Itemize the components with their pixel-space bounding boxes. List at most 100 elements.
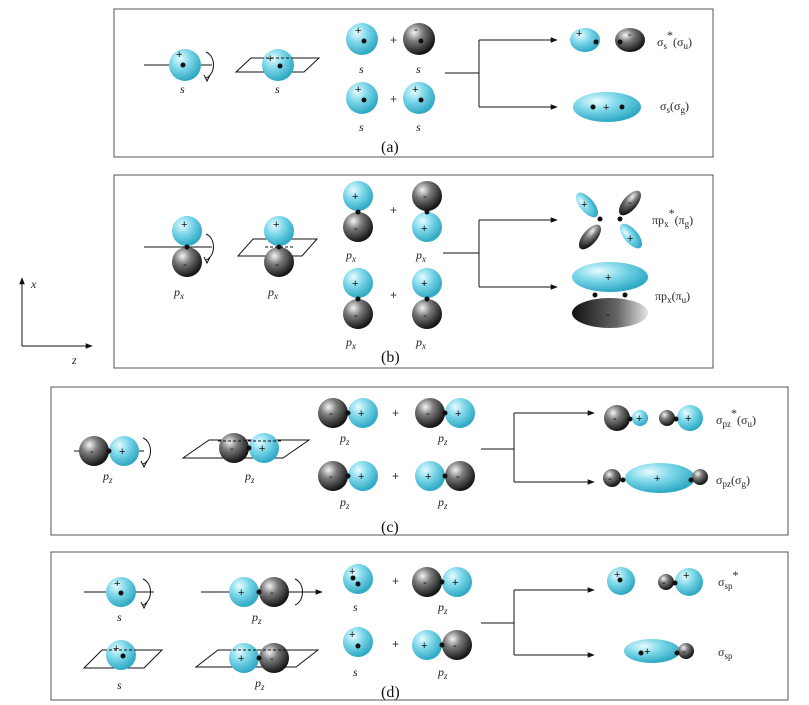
z-axis-label: z [71,353,77,367]
caption-a: (a) [381,139,399,156]
svg-text:-: - [628,29,632,41]
svg-text:+: + [358,471,364,483]
svg-text:px: px [345,248,356,264]
panel-c-frame [50,386,789,536]
svg-text:-: - [456,471,460,483]
svg-text:-: - [270,587,274,599]
svg-text:σpz*(σu): σpz*(σu) [716,406,756,429]
axes: x z [19,277,93,367]
svg-text:s: s [117,678,122,692]
svg-text:+: + [349,629,355,641]
svg-text:πpx*(πg): πpx*(πg) [652,206,693,229]
svg-text:s: s [359,62,364,76]
svg-text:+: + [355,84,361,96]
svg-text:-: - [354,223,358,235]
svg-text:s: s [359,120,364,134]
svg-text:-: - [423,577,427,589]
svg-text:+: + [605,272,611,284]
svg-text:-: - [414,24,418,36]
svg-text:+: + [644,646,650,658]
svg-text:-: - [329,471,333,483]
svg-text:pz: pz [437,431,448,447]
svg-text:px: px [267,285,278,301]
svg-text:+: + [114,578,120,590]
svg-text:+: + [273,219,279,231]
svg-text:+: + [238,653,244,665]
panel-d: + s + - pz + s + - pz + + [82,564,738,701]
svg-text:+: + [603,102,609,114]
svg-text:+: + [627,233,633,245]
svg-text:+: + [581,199,587,211]
svg-text:+: + [654,473,660,485]
svg-text:+: + [392,406,399,420]
svg-text:-: - [608,473,612,485]
svg-text:-: - [354,310,358,322]
svg-text:-: - [453,640,457,652]
svg-text:+: + [636,413,642,425]
svg-text:+: + [113,643,119,655]
caption-c: (c) [381,519,399,536]
svg-text:σsp: σsp [718,645,733,661]
caption-d: (d) [381,684,400,701]
svg-text:+: + [685,413,691,425]
svg-text:pz: pz [244,469,255,485]
svg-text:s: s [117,610,122,624]
svg-text:+: + [576,28,582,40]
svg-text:pz: pz [251,610,262,626]
svg-text:+: + [352,191,358,203]
svg-text:-: - [183,259,187,271]
panel-a-frame [113,8,714,158]
svg-text:pz: pz [339,495,350,511]
svg-text:+: + [614,569,620,581]
svg-text:σsp*: σsp* [718,568,738,591]
svg-text:+: + [452,577,458,589]
svg-text:-: - [329,408,333,420]
svg-text:+: + [358,408,364,420]
panel-b-frame [113,174,714,369]
svg-text:-: - [613,413,617,425]
svg-text:-: - [662,577,666,589]
svg-text:+: + [349,566,355,578]
svg-text:+: + [421,278,427,290]
svg-text:+: + [176,49,182,61]
svg-text:+: + [390,203,397,217]
caption-b: (b) [381,349,400,366]
svg-text:-: - [423,310,427,322]
svg-text:pz: pz [254,676,265,692]
svg-text:-: - [270,653,274,665]
svg-text:px: px [415,335,426,351]
svg-text:s: s [416,120,421,134]
svg-text:px: px [345,335,356,351]
svg-text:s: s [416,62,421,76]
svg-text:s: s [353,665,358,679]
svg-text:pz: pz [102,469,113,485]
svg-text:+: + [390,288,397,302]
label-s: s [180,82,185,96]
svg-text:-: - [682,646,686,658]
svg-text:-: - [275,259,279,271]
svg-text:σpz(σg): σpz(σg) [716,473,750,489]
svg-text:+: + [392,469,399,483]
svg-text:+: + [352,278,358,290]
svg-text:-: - [606,309,610,321]
svg-text:+: + [421,640,427,652]
svg-text:+: + [181,219,187,231]
svg-text:-: - [230,443,234,455]
svg-text:-: - [423,191,427,203]
panel-c: - + pz - + pz - + + - + pz pz - + + + - … [74,398,756,536]
svg-text:+: + [259,443,265,455]
svg-text:pz: pz [437,665,448,681]
svg-text:+: + [683,570,689,582]
svg-text:+: + [355,25,361,37]
svg-text:px: px [173,285,184,301]
svg-text:+: + [421,223,427,235]
svg-text:+: + [238,587,244,599]
svg-text:pz: pz [437,600,448,616]
svg-text:+: + [267,53,273,65]
svg-text:+: + [425,471,431,483]
svg-text:+: + [412,84,418,96]
panel-d-frame [50,551,789,701]
svg-text:pz: pz [437,495,448,511]
label-s: s [275,82,280,96]
